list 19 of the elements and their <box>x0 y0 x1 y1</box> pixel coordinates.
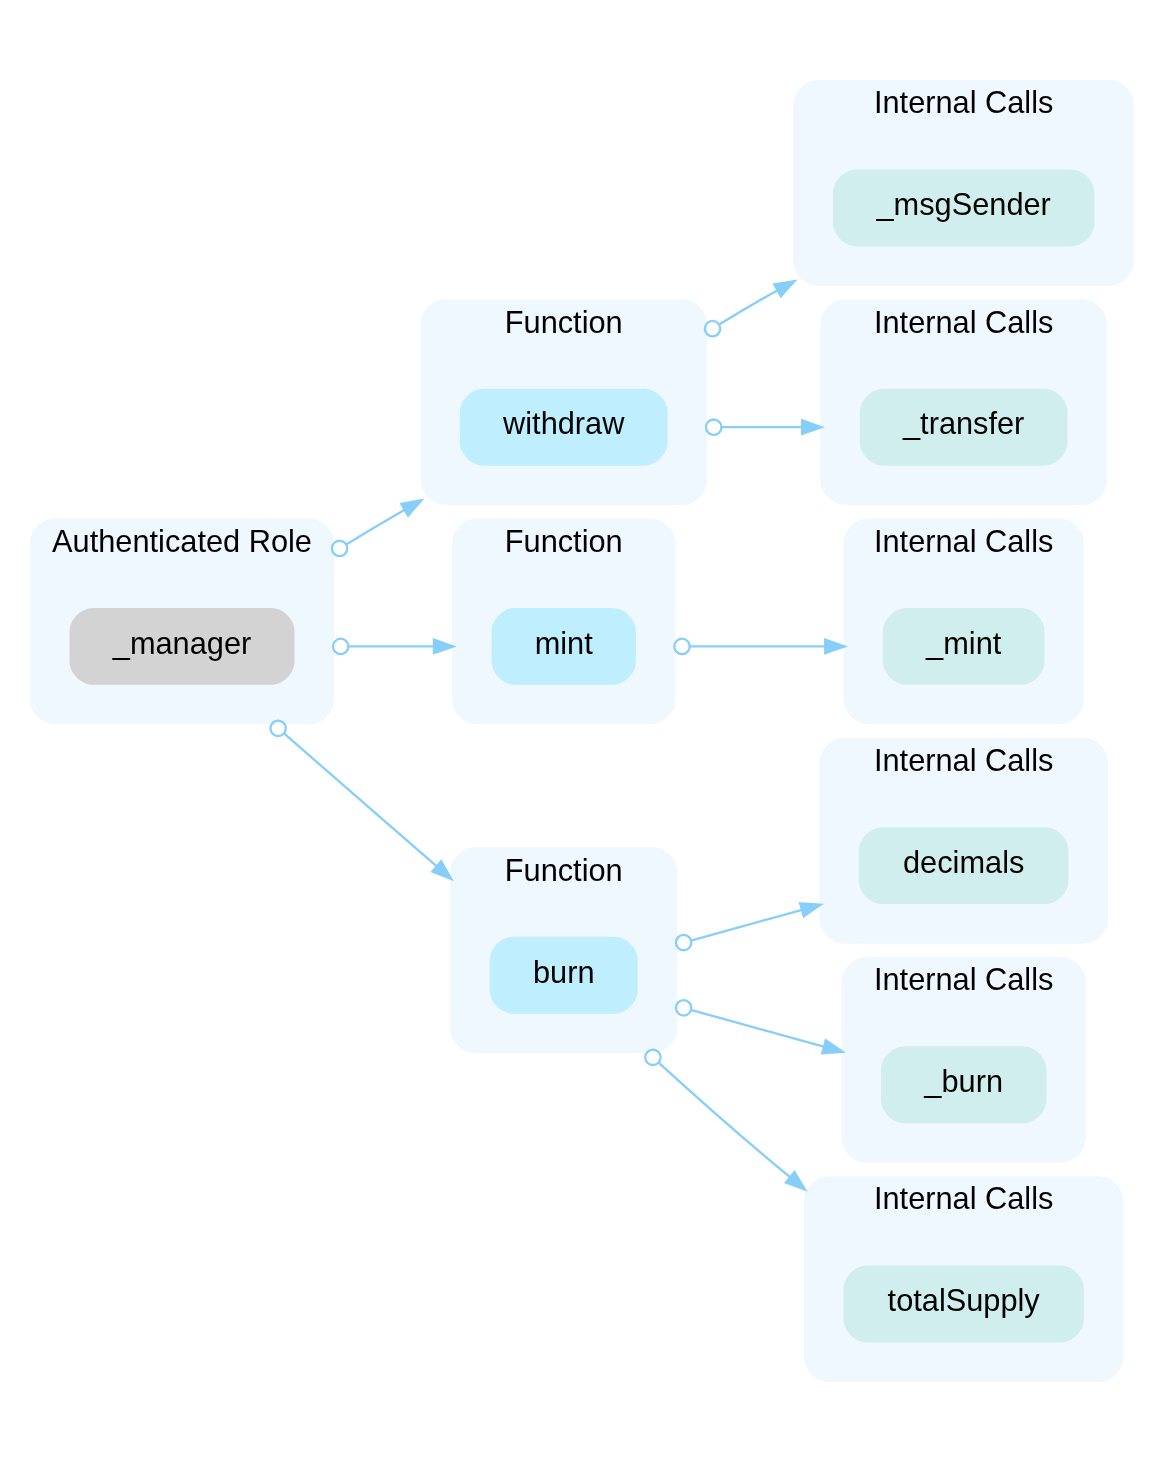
arrow <box>703 278 798 337</box>
node-box: _manager <box>69 607 295 685</box>
arrow <box>331 637 457 655</box>
node-box: mint <box>491 607 636 685</box>
node-box: _mint <box>882 607 1045 685</box>
node-box: withdraw <box>459 388 668 466</box>
arrow <box>330 498 425 557</box>
arrow <box>673 637 848 655</box>
arrow <box>269 719 454 881</box>
arrow <box>674 901 824 951</box>
node-box: _transfer <box>859 388 1068 466</box>
arrow <box>704 417 825 436</box>
node-box: decimals <box>858 826 1069 904</box>
node-box: totalSupply <box>843 1265 1084 1342</box>
node-box: burn <box>489 936 638 1014</box>
arrow <box>674 998 846 1054</box>
arrow <box>644 1047 808 1192</box>
node-box: _msgSender <box>832 169 1095 246</box>
node-box: _burn <box>881 1045 1047 1123</box>
